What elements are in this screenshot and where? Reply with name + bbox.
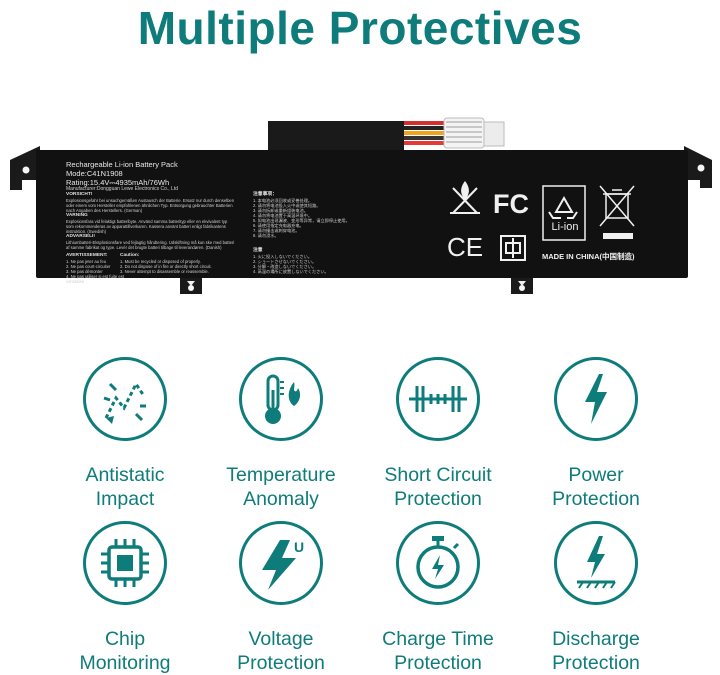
avert-item: 3. Ne pas démonter [66,269,103,274]
warn3-text: Lithiumbatteri-Eksplosionsfare ved fejla… [66,240,235,250]
battery-label-left: Rechargeable Li-ion Battery Pack Mode:C4… [66,160,236,250]
warn2-text: Explosionsfara vid felaktigt batteribyte… [66,219,228,234]
cn-item: 4. 请勿将电池置于高温环境中。 [253,213,313,218]
cert-mark-icon [500,235,526,261]
cn-item: 6. 请使用指定充电器充电。 [253,223,304,228]
feature-caption-line2: Protection [237,652,325,674]
cn-heading: 注意事项： [253,192,277,197]
feature-caption-line1: Chip [104,628,146,650]
label-model: Mode:C41N1908 [66,169,123,178]
fcc-icon: FC [493,189,529,219]
cn-item: 3. 请勿拆卸或重新组装电池。 [253,208,308,213]
made-in-label: MADE IN CHINA(中国制造) [542,252,635,261]
label-title: Rechargeable Li-ion Battery Pack [66,160,178,169]
antistatic-impact-icon [83,357,167,441]
battery-drawing: FC CE [10,117,712,294]
caution-heading: Caution: [120,253,140,258]
avert-item: 1. Ne pas jeter au feu [66,259,107,264]
svg-text:U: U [294,539,304,555]
avert-block: AVERTISSEMENT: 1. Ne pas jeter au feu 2.… [66,253,126,284]
caution-item: 1. Must be recycled or disposed of prope… [120,259,201,264]
page-title: Multiple Protectives [137,2,583,54]
warn2-heading: VARNING [66,213,88,218]
caution-item: 2. Do not dispose of in fire or directly… [120,264,212,269]
weee-bin-icon [599,185,635,239]
avert-item: 2. Ne pas court-circuiter [66,264,111,269]
cn-item: 5. 如电池出现漏液、变形等异常，请立即停止使用。 [253,218,350,223]
svg-text:FC: FC [493,189,529,219]
feature-caption-line2: Protection [394,652,482,674]
liion-label: Li-ion [551,221,579,233]
label-manufacturer: Manufacturer:Dongguan Lewe Electronics C… [66,186,179,192]
power-bolt-icon [554,357,638,441]
feature-caption-line1: Voltage [248,628,314,650]
feature-caption-line1: Discharge [552,628,640,650]
caution-block: Caution: 1. Must be recycled or disposed… [120,253,238,274]
avert-item: 4. Ne pas utiliser si est fuite est cons… [66,274,124,284]
flammable-icon [450,181,480,214]
discharge-icon [554,521,638,605]
jp-block: 注意 1. 火に投入しないでください。 2. ショートさせないでください。 3.… [253,248,423,274]
short-circuit-icon [396,357,480,441]
svg-text:CE: CE [447,232,483,262]
avert-heading: AVERTISSEMENT: [66,253,108,258]
warn1-heading: VORSICHT! [66,192,93,197]
feature-caption-line2: Anomaly [243,488,319,510]
connector-cable [404,117,505,149]
feature-caption-line2: Protection [552,488,640,510]
feature-caption-line2: Protection [552,652,640,674]
cn-block: 注意事项： 1. 本电池必须回收或妥善处理。 2. 请勿将电池投入火中或使其短路… [253,192,423,238]
cn-item: 7. 请勿撞击或刺穿电池。 [253,228,300,233]
feature-caption-line1: Charge Time [382,628,494,650]
caution-item: 3. Never attempt to disassemble or reass… [120,269,209,274]
cn-item: 1. 本电池必须回收或妥善处理。 [253,198,313,203]
voltage-icon: U [239,521,323,605]
feature-caption-line1: Temperature [226,464,336,486]
temperature-anomaly-icon [239,357,323,441]
jp-heading: 注意 [253,248,263,253]
warn3-heading: ADVARSELI! [66,234,95,239]
feature-caption-line2: Impact [95,488,155,510]
feature-caption-line1: Power [568,464,624,486]
warn1-text: Explosionsgefahr bei unsachgemäßen Austa… [66,198,235,213]
jp-item: 3. 分解・改造しないでください。 [253,264,317,269]
label-rating: Rating:15.4V⎓4935mAh/76Wh [66,178,170,187]
jp-item: 1. 火に投入しないでください。 [253,254,312,259]
feature-caption-line1: Short Circuit [384,464,492,486]
feature-caption-line1: Antistatic [85,464,165,486]
cn-item: 2. 请勿将电池投入火中或使其短路。 [253,203,321,208]
jp-item: 4. 高温の場所に放置しないでください。 [253,269,329,274]
feature-caption-line2: Monitoring [79,652,171,674]
battery-image: FC CE Rechargeable Li-ion Battery Pack M… [0,88,720,318]
jp-item: 2. ショートさせないでください。 [253,259,317,264]
cn-item: 8. 请勿浸水。 [253,233,279,238]
chip-icon [83,521,167,605]
charge-time-icon [396,521,480,605]
feature-caption-line2: Protection [394,488,482,510]
recycle-liion-icon [542,185,586,241]
ce-icon: CE [447,232,483,262]
